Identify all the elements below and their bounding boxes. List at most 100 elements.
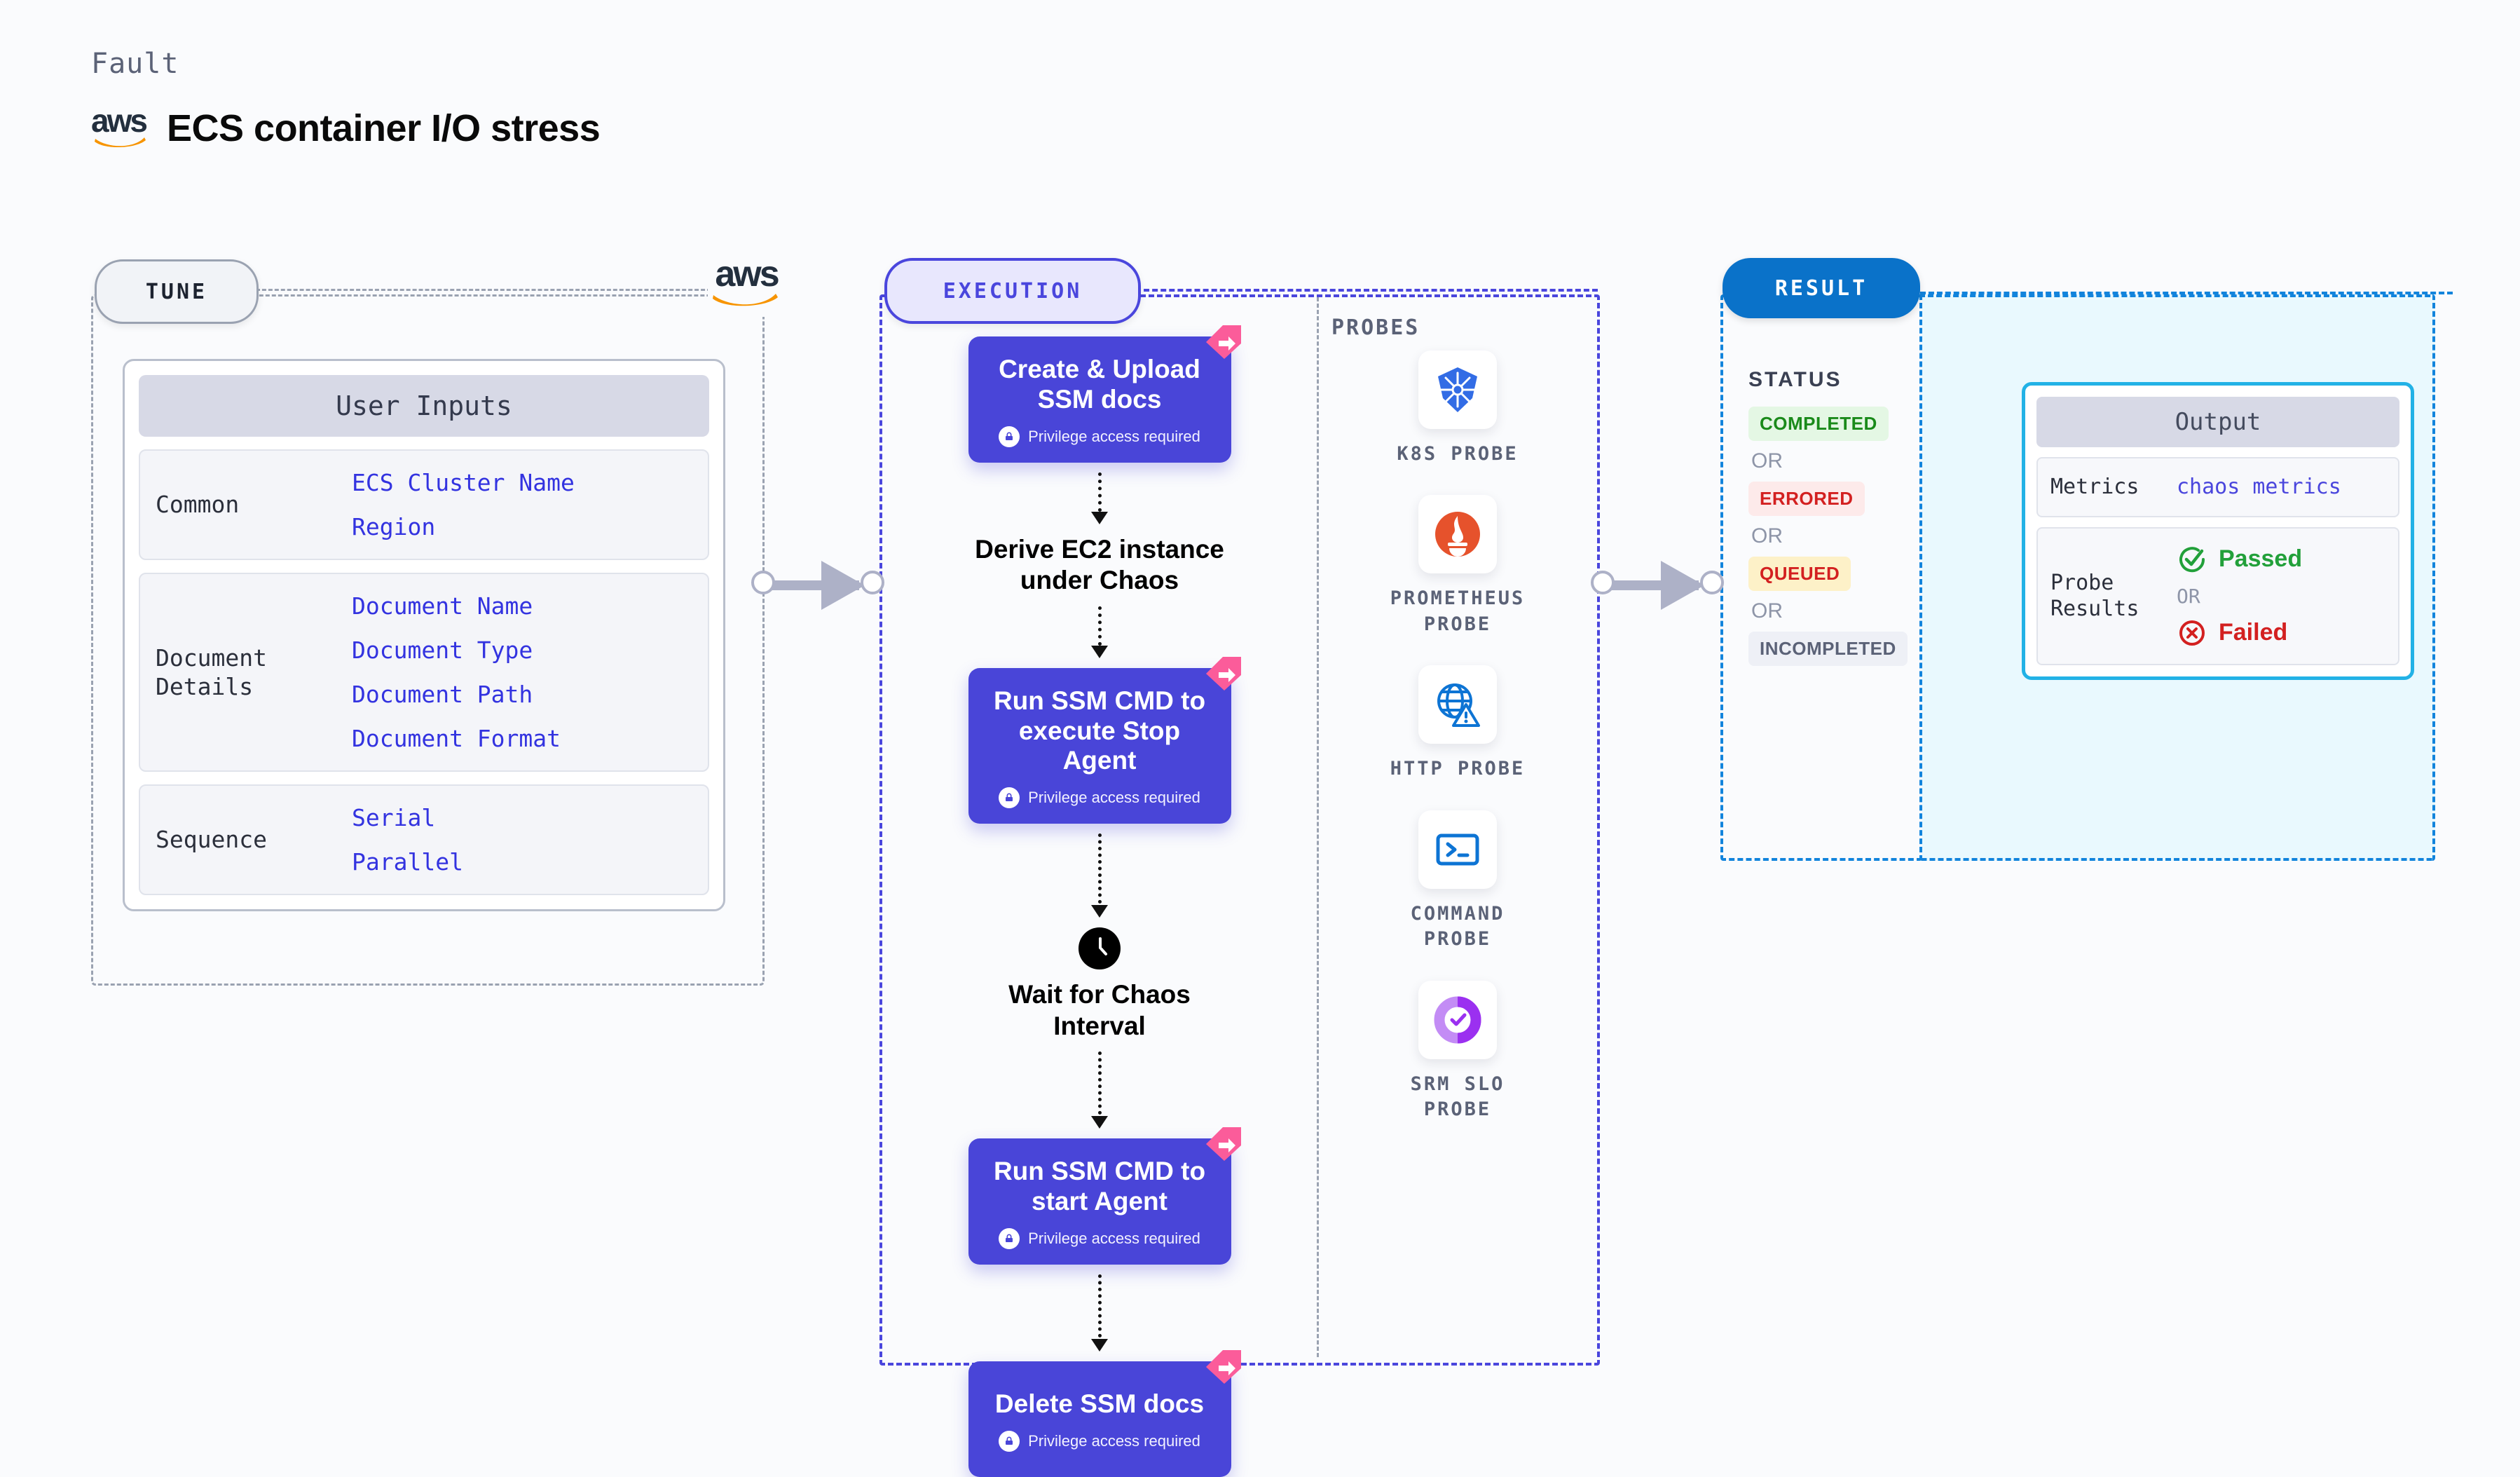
input-field-document-format[interactable]: Document Format: [352, 725, 561, 752]
status-badge-list: COMPLETED OR ERRORED OR QUEUED OR INCOMP…: [1748, 407, 1908, 666]
or-label: OR: [1751, 449, 1783, 472]
x-circle-icon: [2179, 620, 2205, 646]
input-field-region[interactable]: Region: [352, 513, 436, 540]
step-label: Run SSM CMD to execute Stop Agent: [993, 686, 1206, 775]
page-title: ECS container I/O stress: [167, 107, 601, 149]
flow-arrow: [1091, 606, 1108, 658]
input-field-parallel[interactable]: Parallel: [352, 848, 463, 876]
status-label: STATUS: [1748, 368, 1842, 391]
probe-result-failed: Failed: [2177, 618, 2302, 648]
flow-arrow: [1091, 1051, 1108, 1129]
slo-donut-icon: [1418, 980, 1497, 1059]
lock-icon: [999, 426, 1020, 447]
clock-icon: [1078, 927, 1121, 970]
tune-group-sequence: Sequence Serial Parallel: [139, 784, 709, 895]
check-circle-icon: [2179, 546, 2205, 572]
connector-tune-to-execution: [751, 561, 884, 610]
tune-group-common: Common ECS Cluster Name Region: [139, 449, 709, 560]
execution-flow: Create & Upload SSM docs Privilege acces…: [882, 325, 1317, 1477]
execution-dashed-connector: [1135, 289, 1598, 292]
execution-pill[interactable]: EXECUTION: [884, 258, 1141, 324]
privilege-note: Privilege access required: [981, 787, 1219, 809]
lock-icon: [999, 787, 1020, 809]
step-run-ssm-cmd-stop-agent[interactable]: Run SSM CMD to execute Stop Agent Privil…: [968, 656, 1241, 824]
failed-label: Failed: [2219, 619, 2288, 646]
prometheus-icon: [1418, 495, 1497, 574]
title-row: aws ECS container I/O stress: [91, 104, 601, 150]
status-badge-errored: ERRORED: [1748, 482, 1865, 516]
step-label: Delete SSM docs: [994, 1389, 1205, 1418]
page-header: Fault aws ECS container I/O stress: [91, 48, 601, 150]
probe-result-passed: Passed: [2177, 544, 2302, 575]
flow-arrow: [1091, 1274, 1108, 1352]
or-label: OR: [2177, 584, 2200, 608]
tune-pill[interactable]: TUNE: [95, 259, 259, 324]
tune-dashed-connector: [256, 289, 711, 291]
flow-arrow: [1091, 833, 1108, 918]
result-dashed-connector: [1920, 292, 2453, 294]
input-field-document-path[interactable]: Document Path: [352, 681, 533, 708]
flow-arrow: [1091, 472, 1108, 524]
ribbon-icon: [1205, 656, 1241, 690]
input-field-document-type[interactable]: Document Type: [352, 637, 533, 664]
kubernetes-icon: [1418, 350, 1497, 429]
input-field-ecs-cluster-name[interactable]: ECS Cluster Name: [352, 469, 575, 496]
output-title: Output: [2036, 397, 2399, 447]
connector-execution-to-result: [1591, 561, 1724, 610]
status-badge-completed: COMPLETED: [1748, 407, 1889, 441]
aws-logo-icon: aws: [708, 256, 785, 317]
privilege-text: Privilege access required: [1028, 427, 1200, 445]
step-delete-ssm-docs[interactable]: Delete SSM docs Privilege access require…: [968, 1349, 1241, 1477]
probe-label: K8S PROBE: [1397, 443, 1519, 465]
privilege-text: Privilege access required: [1028, 1229, 1200, 1247]
privilege-note: Privilege access required: [981, 1227, 1219, 1249]
result-pill[interactable]: RESULT: [1723, 258, 1920, 318]
lock-icon: [999, 1227, 1020, 1249]
group-label: Sequence: [156, 826, 267, 854]
ribbon-icon: [1205, 1349, 1241, 1384]
group-label: Common: [156, 491, 240, 519]
privilege-note: Privilege access required: [981, 426, 1219, 447]
input-field-document-name[interactable]: Document Name: [352, 592, 533, 620]
privilege-text: Privilege access required: [1028, 789, 1200, 807]
ribbon-icon: [1205, 325, 1241, 359]
probe-http[interactable]: HTTP PROBE: [1353, 665, 1563, 782]
or-label: OR: [1751, 524, 1783, 547]
globe-warning-icon: [1418, 665, 1497, 744]
step-label: Run SSM CMD to start Agent: [993, 1157, 1206, 1216]
user-inputs-title: User Inputs: [139, 375, 709, 437]
probe-k8s[interactable]: K8S PROBE: [1353, 350, 1563, 467]
user-inputs-card: User Inputs Common ECS Cluster Name Regi…: [123, 359, 725, 911]
status-badge-queued: QUEUED: [1748, 557, 1851, 591]
input-field-serial[interactable]: Serial: [352, 804, 436, 831]
ribbon-icon: [1205, 1127, 1241, 1162]
fault-kicker: Fault: [91, 48, 179, 80]
probes-divider: [1317, 297, 1319, 1357]
terminal-icon: [1418, 810, 1497, 889]
status-badge-incompleted: INCOMPLETED: [1748, 632, 1908, 666]
aws-logo-icon: aws: [91, 104, 151, 149]
metrics-label: Metrics: [2050, 475, 2139, 499]
step-create-upload-ssm-docs[interactable]: Create & Upload SSM docs Privilege acces…: [968, 325, 1241, 463]
step-label: Create & Upload SSM docs: [999, 355, 1200, 414]
output-row-metrics: Metrics chaos metrics: [2036, 457, 2399, 517]
passed-label: Passed: [2219, 545, 2303, 572]
probe-label: HTTP PROBE: [1390, 758, 1526, 780]
step-run-ssm-cmd-start-agent[interactable]: Run SSM CMD to start Agent Privilege acc…: [968, 1127, 1241, 1265]
metrics-value[interactable]: chaos metrics: [2177, 475, 2341, 500]
or-label: OR: [1751, 599, 1783, 622]
